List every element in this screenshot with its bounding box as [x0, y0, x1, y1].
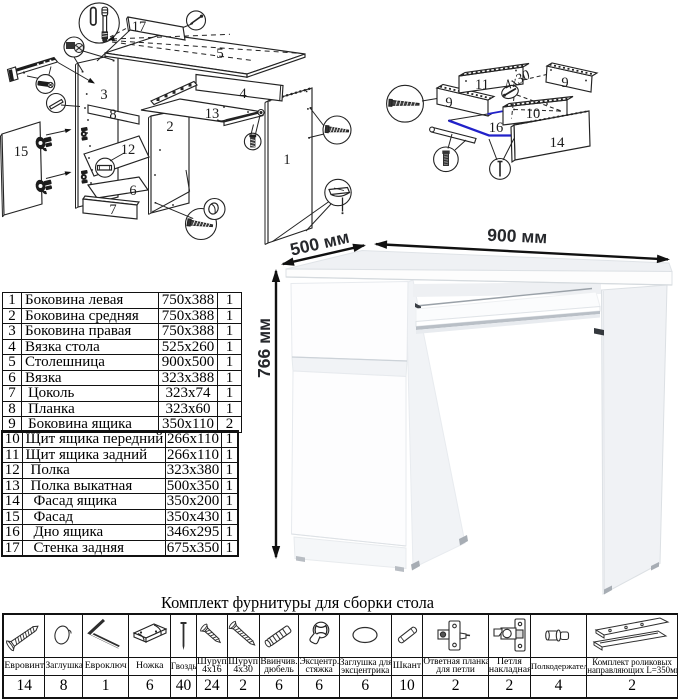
- svg-text:9: 9: [561, 75, 568, 91]
- svg-text:12: 12: [121, 142, 136, 158]
- svg-text:14: 14: [550, 135, 566, 151]
- svg-text:11: 11: [475, 77, 489, 93]
- svg-text:6: 6: [129, 183, 136, 199]
- svg-text:9: 9: [445, 95, 452, 111]
- svg-text:1: 1: [283, 152, 290, 168]
- svg-text:10: 10: [526, 106, 541, 122]
- svg-text:7: 7: [109, 202, 116, 218]
- svg-text:13: 13: [205, 106, 220, 122]
- svg-text:16: 16: [489, 120, 504, 136]
- svg-text:2: 2: [166, 119, 173, 135]
- svg-text:17: 17: [132, 19, 147, 35]
- svg-text:8: 8: [109, 107, 116, 123]
- svg-text:4: 4: [239, 86, 247, 102]
- svg-text:3: 3: [100, 87, 107, 103]
- svg-text:766 мм: 766 мм: [254, 318, 274, 378]
- svg-text:900 мм: 900 мм: [487, 225, 548, 248]
- svg-text:15: 15: [14, 144, 29, 160]
- svg-text:5: 5: [216, 46, 224, 62]
